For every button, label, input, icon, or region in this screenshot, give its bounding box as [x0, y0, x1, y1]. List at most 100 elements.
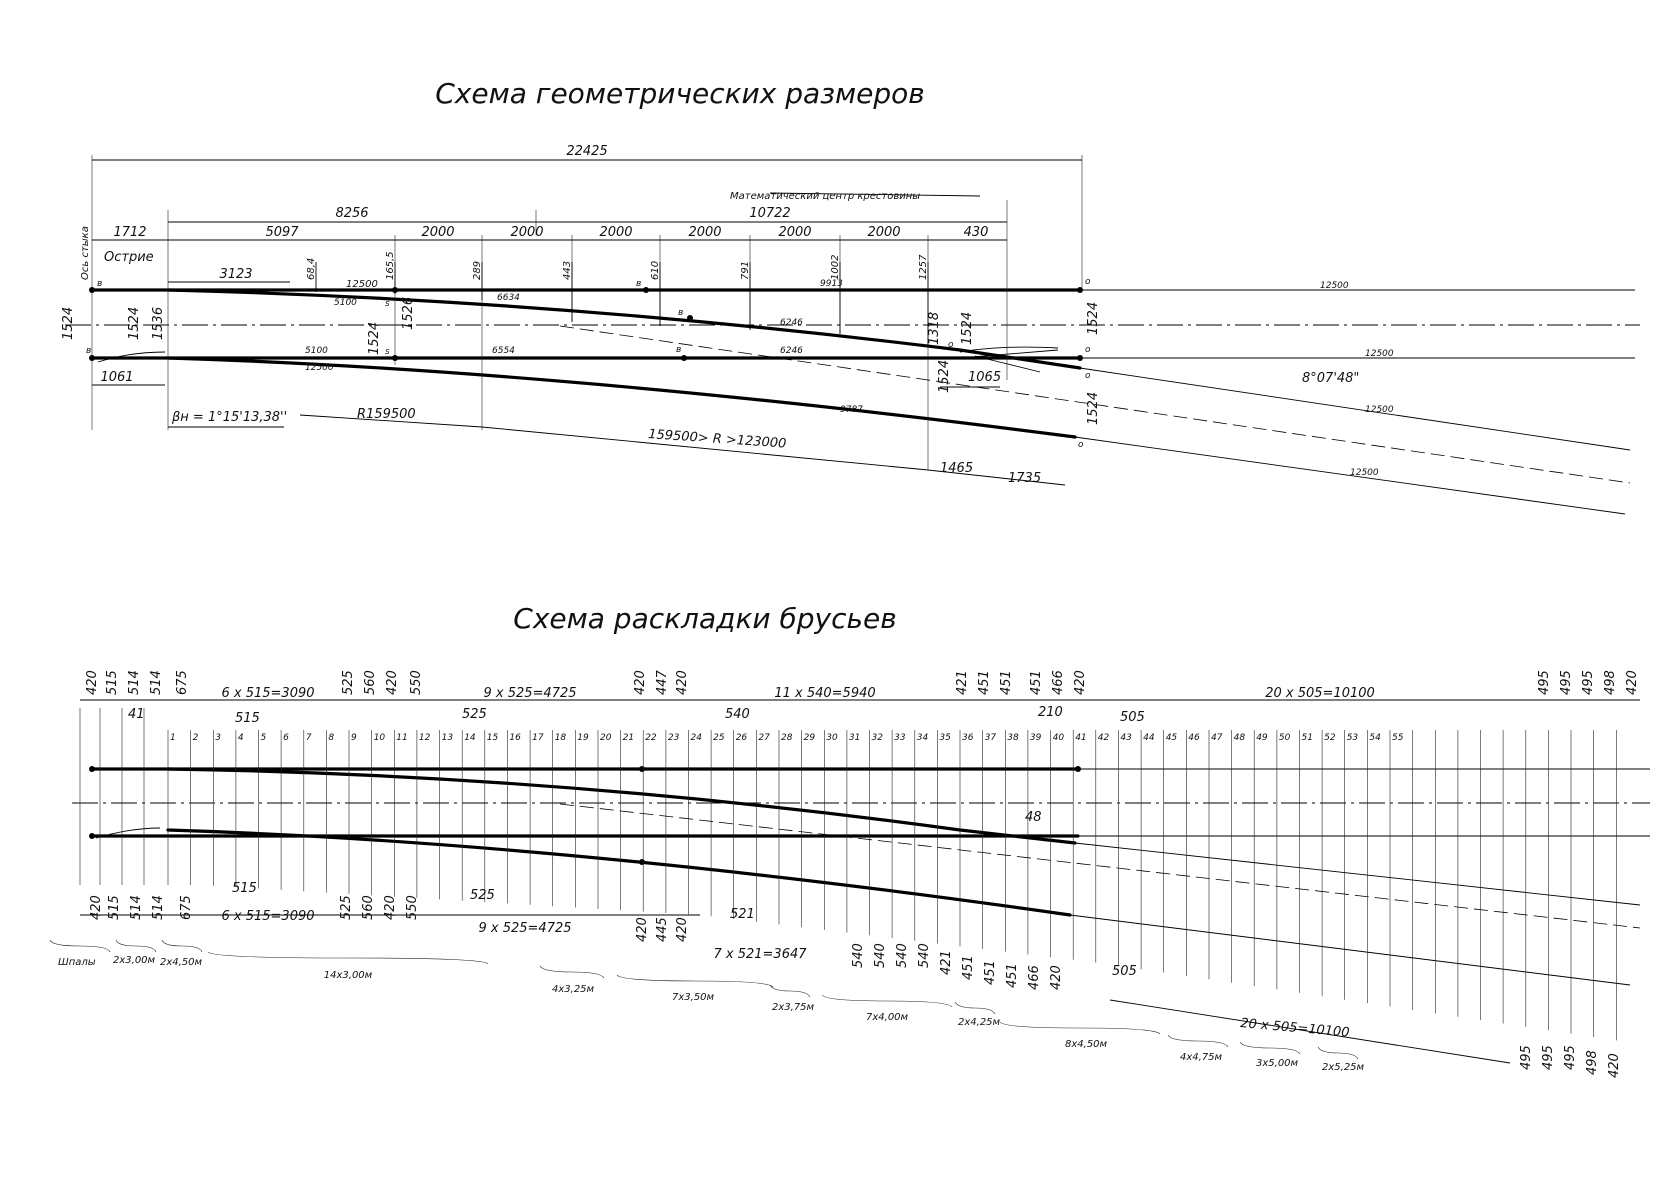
- tail-length-4: 12500: [1350, 468, 1379, 478]
- rail-joints: [89, 287, 1083, 361]
- tie-number-22: 22: [645, 733, 657, 743]
- ordinate-1: 68,4: [306, 258, 317, 280]
- bot-c-9: 466: [1027, 965, 1042, 990]
- dim-9787: 9787: [840, 405, 863, 415]
- ordinate-7: 1002: [830, 255, 841, 280]
- mark-b-5: в: [676, 345, 681, 355]
- bot-r-3: 495: [1563, 1045, 1578, 1070]
- tie-number-24: 24: [691, 733, 703, 743]
- dim-5100-bottom: 5100: [305, 346, 328, 356]
- tie-number-5: 5: [261, 733, 267, 743]
- tie-number-1: 1: [170, 733, 176, 743]
- radius-1: R159500: [357, 407, 416, 422]
- top-row-7: 2000: [778, 225, 811, 240]
- top-row-8: 2000: [867, 225, 900, 240]
- mark-b-4: в: [678, 308, 683, 318]
- bot-550: 550: [405, 895, 420, 920]
- ordinate-5: 610: [650, 261, 661, 280]
- layout-curved-rail-lower: [166, 828, 1072, 917]
- bot-525b: 525: [470, 888, 495, 903]
- diverging-tail-1: [1079, 367, 1631, 451]
- top-sub-540: 540: [725, 707, 750, 722]
- bot-r-5: 420: [1607, 1053, 1622, 1078]
- tie-number-34: 34: [917, 733, 929, 743]
- tie-number-19: 19: [577, 733, 589, 743]
- frog-lines: [959, 346, 1059, 373]
- top-g-3: 514: [127, 670, 142, 695]
- mark-s-2: s: [385, 347, 390, 357]
- bot-l-2: 515: [107, 895, 122, 920]
- dim-6554: 6554: [492, 346, 515, 356]
- tie-number-21: 21: [623, 733, 634, 743]
- group-label-9: 2x4,25м: [958, 1017, 1001, 1028]
- top-g-19: 451: [1029, 670, 1044, 695]
- dim-6634: 6634: [497, 293, 520, 303]
- bot-l-1: 420: [89, 895, 104, 920]
- joint-axis-label: Ось стыка: [80, 226, 91, 280]
- top-sub-515: 515: [235, 711, 260, 726]
- top-g-24: 495: [1559, 670, 1574, 695]
- tie-number-23: 23: [668, 733, 680, 743]
- gauge-1536: 1536: [151, 307, 166, 340]
- top-g-6: 6 x 515=3090: [221, 686, 314, 701]
- ordinate-8: 1257: [918, 254, 929, 280]
- mark-b-3: в: [636, 279, 641, 289]
- dim-1735: 1735: [1008, 471, 1041, 486]
- bot-515: 515: [232, 881, 257, 896]
- top-g-1: 420: [85, 670, 100, 695]
- top-row-9: 430: [964, 225, 989, 240]
- layout-diverging-tail-2: [1069, 914, 1631, 986]
- bot-r-4: 498: [1585, 1050, 1600, 1075]
- tie-number-50: 50: [1279, 733, 1291, 743]
- layout-joint-2: [89, 833, 95, 839]
- tie-number-17: 17: [532, 733, 544, 743]
- tie-number-36: 36: [962, 733, 974, 743]
- gauge-1524-e: 1524: [1086, 302, 1101, 335]
- dim-3123: 3123: [219, 267, 252, 282]
- top-g-14: 420: [675, 670, 690, 695]
- bot-c-10: 420: [1049, 965, 1064, 990]
- beta-angle: βн = 1°15'13,38'': [171, 410, 287, 425]
- tie-number-9: 9: [351, 733, 357, 743]
- top-sub-210: 210: [1038, 705, 1063, 720]
- top-g-18: 451: [999, 670, 1014, 695]
- tie-number-41: 41: [1075, 733, 1086, 743]
- bot-c-6: 451: [961, 955, 976, 980]
- gauge-1524-c: 1524: [367, 322, 382, 355]
- bot-b-7x521: 7 x 521=3647: [713, 947, 807, 962]
- group-label-7: 2x3,75м: [772, 1002, 815, 1013]
- diverging-axis: [559, 325, 1631, 484]
- ordinate-6: 791: [740, 261, 751, 280]
- tie-number-15: 15: [487, 733, 499, 743]
- top-g-22: 20 x 505=10100: [1265, 686, 1375, 701]
- tie-number-29: 29: [804, 733, 816, 743]
- tie-number-13: 13: [442, 733, 454, 743]
- bot-l-5: 675: [179, 895, 194, 920]
- dim-8256: 8256: [335, 206, 368, 221]
- geometry-scheme: 22425 8256 Математический центр крестови…: [61, 144, 1640, 515]
- top-row-1: 1712: [113, 225, 146, 240]
- tie-number-40: 40: [1053, 733, 1065, 743]
- gauge-1524-g: 1524: [1086, 392, 1101, 425]
- tie-number-12: 12: [419, 733, 431, 743]
- top-row-3: 2000: [421, 225, 454, 240]
- diverging-tail-2: [1074, 436, 1626, 515]
- bot-r-1: 495: [1519, 1045, 1534, 1070]
- bot-c-8: 451: [1005, 963, 1020, 988]
- tail-length-3: 12500: [1365, 405, 1394, 415]
- tie-number-7: 7: [306, 733, 312, 743]
- tie-number-39: 39: [1030, 733, 1042, 743]
- layout-joint-5: [1075, 766, 1081, 772]
- tie-number-16: 16: [509, 733, 521, 743]
- ordinate-3: 289: [472, 261, 483, 280]
- tie-number-31: 31: [849, 733, 860, 743]
- dim-10722: 10722: [749, 206, 790, 221]
- group-label-10: 8x4,50м: [1065, 1039, 1108, 1050]
- mark-o-4: o: [948, 340, 954, 350]
- top-g-4: 514: [149, 670, 164, 695]
- dim-1061: 1061: [100, 370, 133, 385]
- mark-o-1: o: [1085, 277, 1091, 287]
- bot-r-2: 495: [1541, 1045, 1556, 1070]
- top-sub-41: 41: [128, 707, 145, 722]
